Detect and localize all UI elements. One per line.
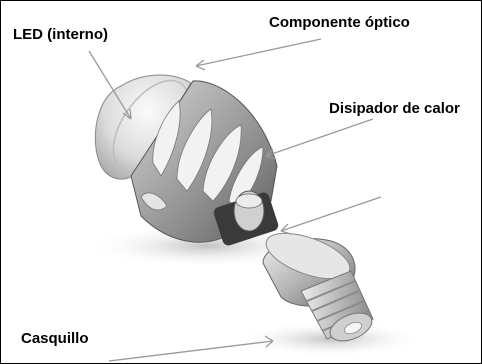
- label-base: Casquillo: [21, 330, 89, 347]
- leader-line-heatsink: [265, 118, 374, 160]
- leader-line-base: [108, 335, 274, 362]
- label-heatsink: Disipador de calor: [329, 100, 460, 117]
- ground-shadow-base: [236, 321, 426, 357]
- leader-line-led: [88, 50, 132, 120]
- label-optic: Componente óptico: [269, 14, 410, 31]
- heat-sink-body: [130, 80, 279, 246]
- label-led: LED (interno): [13, 26, 108, 43]
- screw-base: [262, 232, 374, 342]
- leader-line-optic: [195, 38, 322, 71]
- leader-line-driver: [280, 196, 382, 235]
